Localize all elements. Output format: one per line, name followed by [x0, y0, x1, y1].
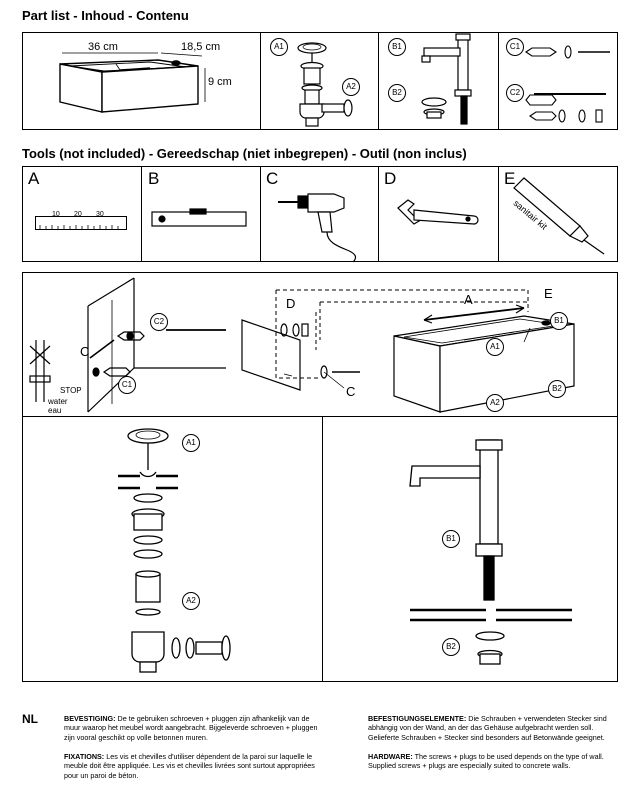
eau-label: eau — [48, 406, 62, 415]
part-label-a2: A2 — [342, 78, 360, 96]
stop-label: STOP — [60, 386, 82, 395]
language-code: NL — [22, 712, 38, 726]
basin-depth: 18,5 cm — [181, 41, 221, 53]
assembly-label-c1: C1 — [118, 376, 136, 394]
assembly-label-c2: C2 — [150, 313, 168, 331]
assembly-label-b1: B1 — [550, 312, 568, 330]
assembly-label-a2: A2 — [486, 394, 504, 412]
part-label-c2: C2 — [506, 84, 524, 102]
part-label-c1: C1 — [506, 38, 524, 56]
tool-letter-e: E — [504, 169, 516, 188]
tool-letter-c: C — [266, 169, 279, 188]
assembly-label-a1: A1 — [486, 338, 504, 356]
part-label-b2: B2 — [388, 84, 406, 102]
part-label-b1: B1 — [388, 38, 406, 56]
parts-panel — [22, 32, 618, 130]
footer-paragraph-nl: BEVESTIGING: De te gebruiken schroeven +… — [64, 714, 318, 742]
assembly-label-e: E — [544, 286, 553, 301]
assembly-label-a: A — [464, 292, 473, 307]
tool-letter-d: D — [384, 169, 397, 188]
footer-paragraph-de: BEFESTIGUNGSELEMENTE: Die Schrauben + ve… — [368, 714, 607, 742]
assembly-label-c-bottom: C — [346, 384, 356, 399]
part-label-a1: A1 — [270, 38, 288, 56]
detail-label-b2: B2 — [442, 638, 460, 656]
tool-letter-a: A — [28, 169, 40, 188]
assembly-label-b2: B2 — [548, 380, 566, 398]
tool-letter-b: B — [148, 169, 160, 188]
footer-paragraph-en: HARDWARE: The screws + plugs to be used … — [368, 752, 604, 771]
basin-width: 36 cm — [88, 41, 118, 53]
parts-heading: Part list - Inhoud - Contenu — [22, 8, 189, 23]
detail-label-a2: A2 — [182, 592, 200, 610]
water-label: water — [48, 397, 68, 406]
tools-panel — [22, 166, 618, 262]
ruler-icon — [35, 216, 127, 230]
basin-height: 9 cm — [208, 76, 232, 88]
footer-paragraph-fr: FIXATIONS: Les vis et chevilles d'utilis… — [64, 752, 315, 780]
assembly-panel — [22, 272, 618, 682]
assembly-label-d: D — [286, 296, 296, 311]
detail-label-a1: A1 — [182, 434, 200, 452]
assembly-label-c-left: C — [80, 344, 90, 359]
detail-label-b1: B1 — [442, 530, 460, 548]
tools-heading: Tools (not included) - Gereedschap (niet… — [22, 146, 467, 161]
